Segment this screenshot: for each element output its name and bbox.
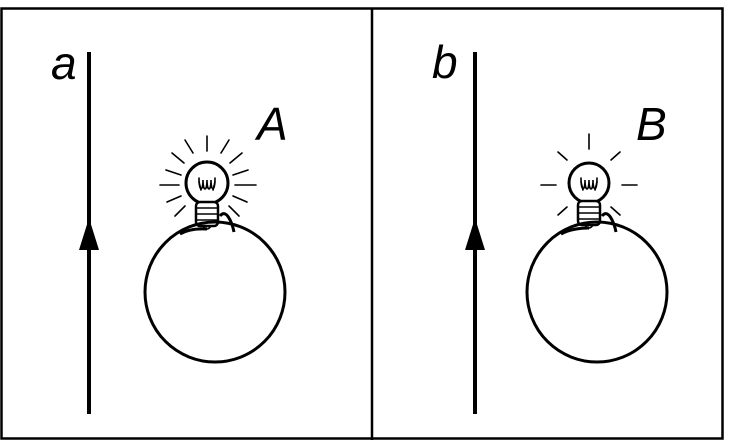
light-rays-a [159, 135, 257, 217]
bulb-lead-left-a [179, 227, 208, 236]
light-bulb-a [184, 160, 230, 230]
current-arrow-b [465, 218, 485, 250]
wire-label-b: b [432, 36, 458, 88]
bulb-lead-right-a [218, 212, 236, 233]
figure-frame [0, 7, 724, 440]
wire-loop-a [143, 220, 287, 364]
bulb-lead-right-b [600, 212, 618, 233]
bulb-label-b: B [636, 98, 667, 150]
wire-loop-b [525, 220, 669, 364]
bulb-label-a: A [254, 98, 288, 150]
wire-label-a: a [51, 37, 77, 89]
panel-a: a A [51, 37, 288, 414]
panel-b: b B [432, 36, 669, 414]
light-bulb-b [567, 161, 611, 229]
light-rays-b [540, 133, 638, 216]
bulb-lead-left-b [560, 226, 590, 236]
current-arrow-a [79, 218, 99, 250]
